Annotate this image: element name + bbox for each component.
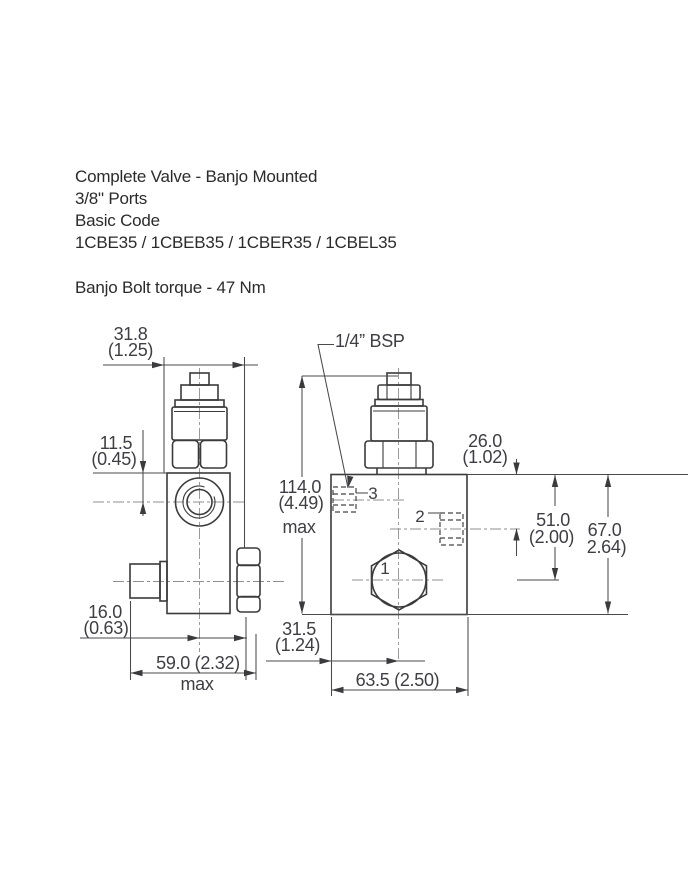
dim-318-arrow-left <box>152 361 164 369</box>
banjo-nut-face-mid <box>236 564 261 598</box>
banjo-nut-face-top <box>236 547 261 567</box>
port2-hidden-bore <box>439 512 464 546</box>
port1-label: 1 <box>380 559 389 578</box>
dim-body-height-mm: 67.0 <box>588 520 622 540</box>
dim-overall-width-max: max <box>180 674 213 694</box>
dim-port2-depth-in: (1.02) <box>462 447 507 467</box>
banjo-bolt-shoulder <box>159 560 168 602</box>
dim-bolt-end-mm: 16.0 <box>88 602 122 622</box>
dim-width-top-mm: 31.8 <box>114 324 148 344</box>
dim-1140-arrow-up <box>298 376 306 388</box>
title-line: Complete Valve - Banjo Mounted <box>75 167 318 186</box>
left-cartridge-body <box>171 406 228 441</box>
banjo-eye-outer <box>174 477 225 527</box>
dim-1140-arrow-down <box>298 601 306 614</box>
left-view: 31.8 (1.25) 11.5 (0.45) 16.0 (0.63) 59.0… <box>80 324 286 694</box>
left-hex-nut-face-a <box>171 439 200 469</box>
dim-overall-height-in: (4.49) <box>278 493 323 513</box>
dim-315-arrow-right <box>386 657 399 665</box>
dim-115-arrow-up <box>139 502 147 514</box>
basic-code-label: Basic Code <box>75 211 160 230</box>
right-hex-nut <box>364 440 434 469</box>
right-jam-nut <box>377 384 421 401</box>
dim-bolt-end-in: (0.63) <box>83 618 128 638</box>
thread-label-bsp: 1/4” BSP <box>335 331 405 351</box>
dim-body-height-in: 2.64) <box>587 537 627 557</box>
dim-port-center-mm: 11.5 <box>100 433 133 453</box>
left-body-block <box>166 472 231 615</box>
dim-315-arrow-left <box>319 657 332 665</box>
dim-port1-depth-mm: 51.0 <box>536 510 570 530</box>
port3-label: 3 <box>368 484 377 503</box>
dim-port1-depth-in: (2.00) <box>529 527 574 547</box>
right-body-block <box>330 473 468 616</box>
dim-318-arrow-right <box>232 361 245 369</box>
right-cap <box>386 372 412 386</box>
dim-670-arrow-down <box>604 601 612 614</box>
banjo-eye-bore <box>186 488 213 516</box>
dim-overall-height-max: max <box>282 517 315 537</box>
dim-overall-width: 59.0 (2.32) <box>156 653 240 673</box>
banjo-eye-thread-arc <box>182 485 216 519</box>
torque-note: Banjo Bolt torque - 47 Nm <box>75 278 266 297</box>
model-codes: 1CBE35 / 1CBEB35 / 1CBER35 / 1CBEL35 <box>75 233 397 252</box>
dim-port-center-in: (0.45) <box>91 449 136 469</box>
banjo-bolt-thread-end <box>129 563 161 599</box>
dim-160-arrow-center <box>187 634 200 642</box>
dim-635-arrow-left <box>331 686 344 694</box>
dim-width-top-in: (1.25) <box>108 340 153 360</box>
dim-590-arrow-left <box>130 669 143 677</box>
port3-hidden-bore <box>332 486 357 513</box>
dim-510-arrow-down <box>551 568 559 580</box>
bsp-leader <box>317 343 349 489</box>
dim-510-arrow-up <box>551 475 559 487</box>
right-washer <box>374 398 424 407</box>
dim-port2-depth-mm: 26.0 <box>468 431 502 451</box>
left-hex-nut-face-b <box>199 439 228 469</box>
ports-line: 3/8" Ports <box>75 189 148 208</box>
banjo-nut-face-bottom <box>236 595 261 613</box>
right-view: 3 2 1 1/4” BSP 114.0 (4.49) max <box>266 331 688 696</box>
dim-590-arrow-right <box>244 669 256 677</box>
title-block: Complete Valve - Banjo Mounted 3/8" Ports… <box>75 166 397 254</box>
dim-port1-offset-mm: 31.5 <box>282 619 316 639</box>
dim-635-arrow-right <box>456 686 468 694</box>
dim-115-arrow-down <box>139 461 147 473</box>
dim-overall-height-mm: 114.0 <box>279 477 321 497</box>
dim-670-arrow-up <box>604 475 612 487</box>
dim-port1-offset-in: (1.24) <box>275 635 320 655</box>
dim-160-arrow-right <box>234 634 246 642</box>
port1-plug-hex <box>370 549 428 611</box>
bsp-leader-arrow <box>347 475 354 488</box>
dim-260-arrow-down <box>513 462 520 475</box>
dim-260-arrow-up <box>513 528 520 541</box>
port2-label: 2 <box>415 507 424 526</box>
dim-body-width: 63.5 (2.50) <box>356 670 440 690</box>
